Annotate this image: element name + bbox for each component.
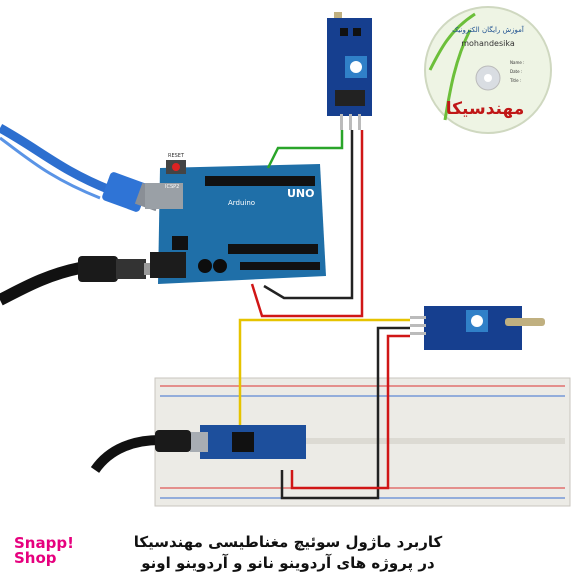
disc-logo-text: مهندسیکا bbox=[446, 99, 524, 119]
disc-field-name: Name : bbox=[510, 60, 524, 65]
power-cable bbox=[0, 256, 158, 306]
caption-line1: کاربرد ماژول سوئیچ مغناطیسی مهندسیکا bbox=[133, 533, 443, 551]
wires bbox=[238, 130, 410, 500]
mohandesika-disc: آموزش رایگان الکترونیک mohandesika Name … bbox=[424, 6, 552, 134]
nano-usb-cable bbox=[90, 430, 191, 474]
icsp-label: ICSP2 bbox=[165, 184, 179, 190]
caption-line2: در پروژه های آردوینو نانو و آردوینو اونو bbox=[141, 554, 435, 572]
reed-switch-module-top bbox=[327, 12, 372, 130]
reset-label: RESET bbox=[168, 153, 185, 159]
disc-top-text: آموزش رایگان الکترونیک bbox=[452, 25, 525, 34]
arduino-nano-board bbox=[190, 425, 306, 459]
arduino-uno-board: UNO Arduino RESET ICSP2 bbox=[145, 153, 326, 284]
reed-switch-module-bottom bbox=[410, 306, 545, 350]
disc-field-date: Date : bbox=[510, 69, 522, 74]
usb-cable bbox=[0, 124, 164, 212]
arduino-label: Arduino bbox=[228, 199, 255, 207]
snapp-shop-logo: Snapp! Shop bbox=[14, 536, 74, 566]
brand-line2: Shop bbox=[14, 549, 57, 567]
uno-label: UNO bbox=[287, 187, 315, 200]
disc-field-title: Title : bbox=[509, 78, 521, 83]
brand-line1: Snapp! bbox=[14, 534, 74, 552]
disc-site: mohandesika bbox=[461, 39, 515, 48]
